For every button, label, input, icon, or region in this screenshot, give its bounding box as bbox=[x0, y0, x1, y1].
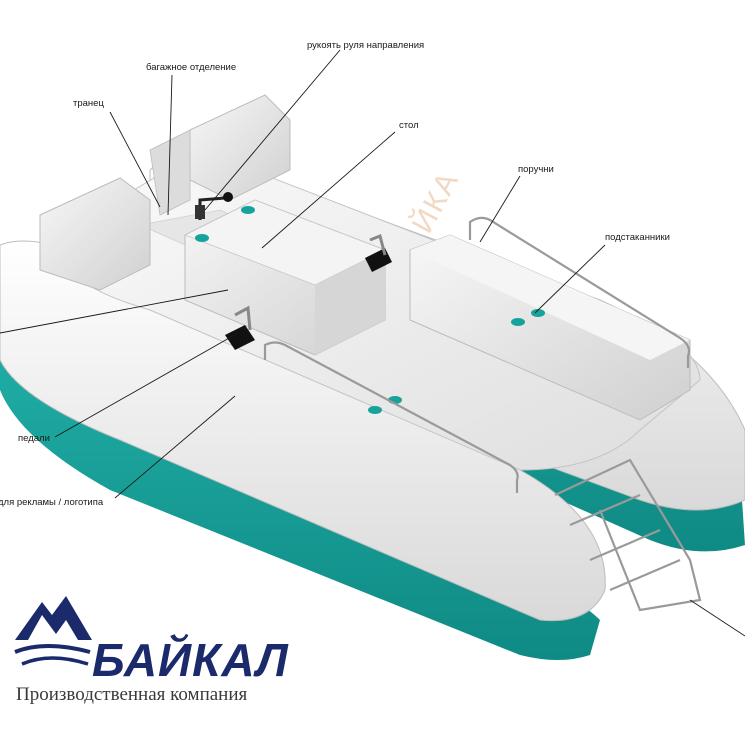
cup-holder bbox=[195, 234, 209, 242]
cup-holder bbox=[368, 406, 382, 414]
label-cup-holders: подстаканники bbox=[605, 232, 670, 243]
pedals bbox=[225, 233, 392, 350]
rudder-handle bbox=[195, 192, 233, 220]
label-pedals: педали bbox=[18, 433, 50, 444]
brand-logo: БАЙКАЛ Производственная компания bbox=[14, 596, 289, 705]
wave-icon bbox=[14, 644, 91, 654]
boarding-ladder bbox=[554, 458, 702, 612]
leader-lines bbox=[0, 49, 745, 637]
label-rudder-handle: рукоять руля направления bbox=[307, 40, 424, 51]
rear-seats bbox=[39, 94, 291, 291]
label-table: стол bbox=[399, 120, 419, 131]
cup-holder bbox=[241, 206, 255, 214]
mountain-icon bbox=[15, 596, 92, 640]
table-console bbox=[184, 199, 386, 356]
label-transom: транец bbox=[73, 98, 104, 109]
brand-subtitle: Производственная компания bbox=[16, 684, 248, 705]
brand-name: БАЙКАЛ bbox=[92, 634, 289, 686]
cup-holder bbox=[511, 318, 525, 326]
cup-holder bbox=[531, 309, 545, 317]
handrails bbox=[263, 216, 691, 493]
label-handrails: поручни bbox=[518, 164, 554, 175]
label-luggage: багажное отделение bbox=[146, 62, 236, 73]
front-bench bbox=[409, 234, 691, 421]
label-ad-area: для рекламы / логотипа bbox=[0, 497, 104, 508]
